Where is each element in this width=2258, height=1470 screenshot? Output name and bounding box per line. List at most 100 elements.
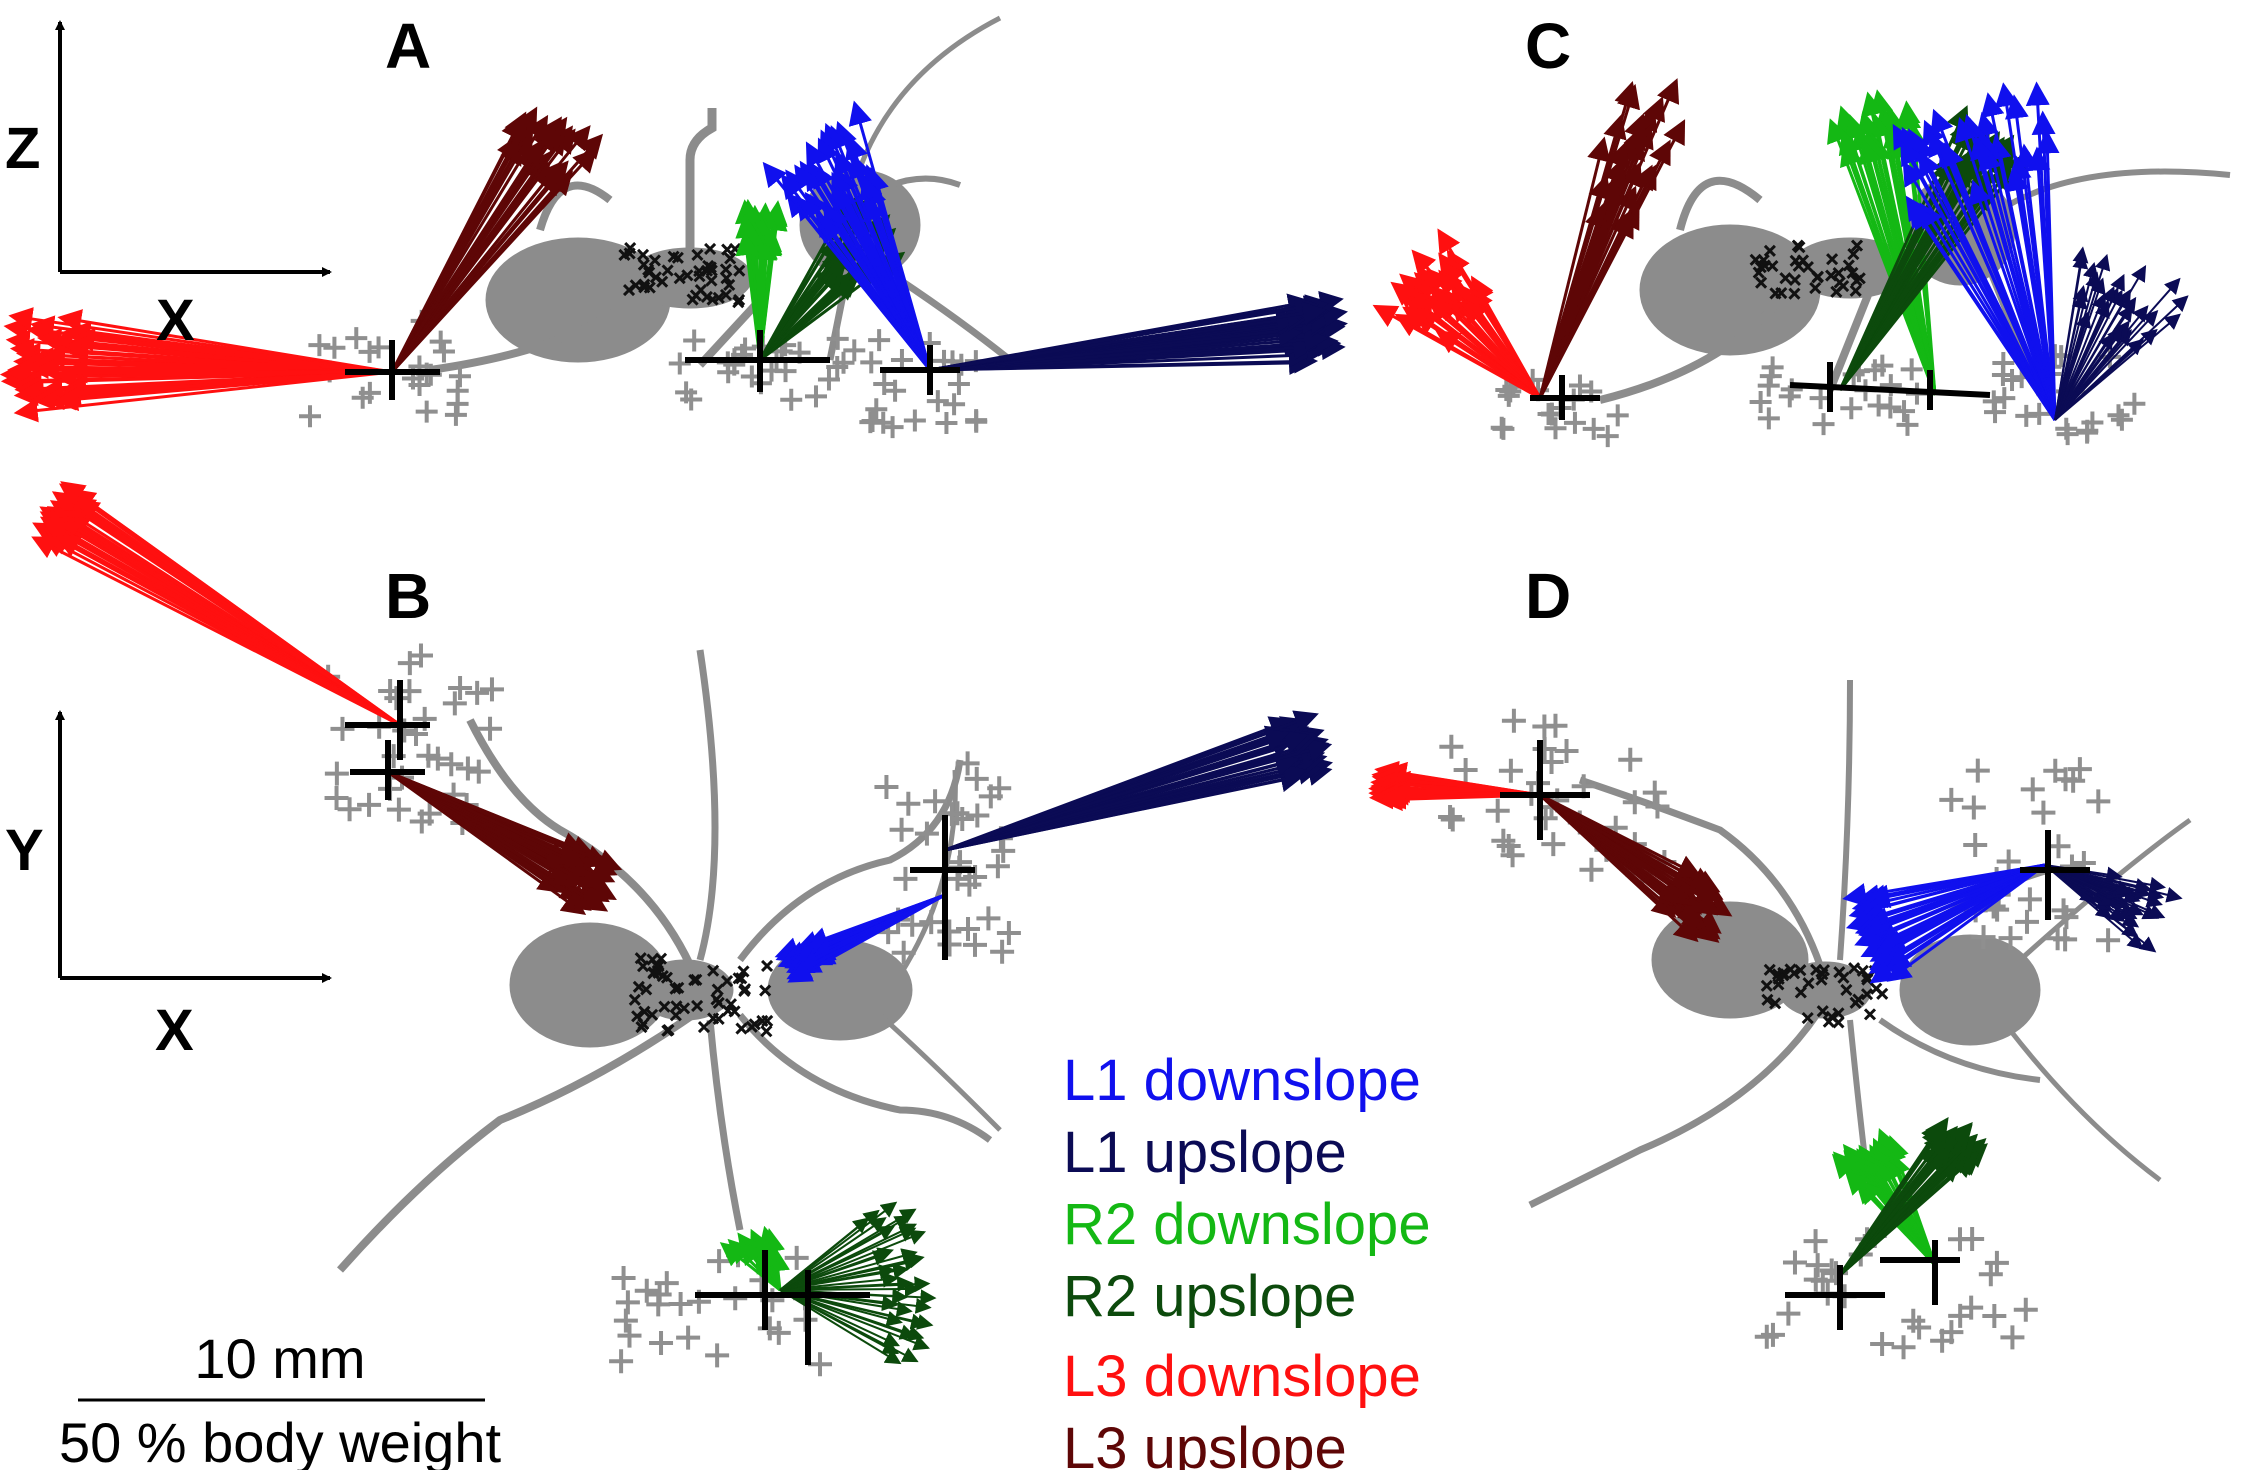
plus-marker-icon	[874, 774, 899, 799]
panel-b	[31, 481, 1334, 1377]
com-marker-icon	[632, 980, 645, 993]
plus-marker-icon	[1491, 828, 1516, 853]
com-marker-icon	[707, 964, 720, 977]
plus-marker-icon	[826, 327, 849, 350]
force-arrow-icon	[1538, 209, 1632, 399]
leg-icon	[737, 759, 964, 963]
plus-marker-icon	[613, 1308, 638, 1333]
plus-marker-icon	[1803, 1267, 1828, 1292]
force-arrow-icon	[2054, 296, 2137, 421]
force-arrow-icon	[779, 1208, 917, 1291]
com-marker-icon	[1796, 254, 1810, 267]
plus-marker-icon	[2110, 408, 2133, 431]
plus-marker-icon	[345, 327, 368, 350]
plus-marker-icon	[2031, 800, 2056, 825]
scale-bar-distance: 10 mm	[194, 1327, 365, 1390]
plus-marker-icon	[923, 789, 948, 814]
force-arrow-icon	[779, 1289, 901, 1347]
com-marker-icon	[1794, 964, 1807, 977]
com-marker-icon	[622, 283, 636, 297]
plus-marker-icon	[872, 411, 895, 434]
plus-marker-icon	[1582, 417, 1605, 440]
plus-marker-icon	[617, 1323, 642, 1348]
plus-marker-icon	[2123, 392, 2146, 415]
plus-marker-icon	[860, 351, 883, 374]
legend-item-l1-upslope: L1 upslope	[1063, 1120, 1347, 1185]
plus-marker-icon	[926, 390, 949, 413]
plus-marker-icon	[1939, 787, 1964, 812]
com-marker-icon	[658, 1000, 671, 1013]
com-marker-icon	[1763, 963, 1776, 976]
plus-marker-icon	[784, 1245, 809, 1270]
force-arrow-icon	[1838, 1133, 1978, 1277]
com-marker-icon	[719, 288, 733, 301]
leg-icon	[697, 297, 763, 368]
force-arrow-icon	[2054, 284, 2089, 421]
plus-marker-icon	[1622, 790, 1647, 815]
plus-marker-icon	[446, 379, 469, 402]
plus-marker-icon	[1930, 1328, 1955, 1353]
com-marker-icon	[691, 999, 704, 1012]
plus-marker-icon	[937, 919, 962, 944]
plus-marker-icon	[455, 756, 480, 781]
com-marker-icon	[669, 982, 682, 995]
com-marker-icon	[1825, 269, 1838, 282]
force-arrow-icon	[1539, 793, 1702, 878]
force-arrow-icon	[51, 491, 401, 727]
plus-marker-icon	[634, 1278, 659, 1303]
ant-side-silhouette-a	[429, 15, 1013, 374]
com-marker-icon	[1825, 1010, 1838, 1023]
leg-icon	[898, 277, 1013, 363]
axis-indicator-side	[55, 20, 332, 277]
plus-marker-icon	[1870, 1331, 1895, 1356]
force-arrow-icon	[1427, 297, 1541, 400]
com-marker-icon	[638, 1005, 651, 1018]
com-marker-icon	[735, 1022, 748, 1035]
panel-label-c: C	[1525, 10, 1571, 82]
panel-label-b: B	[385, 560, 431, 632]
legend-item-l1-downslope: L1 downslope	[1063, 1048, 1421, 1113]
plus-marker-icon	[330, 716, 355, 741]
plus-marker-icon	[1891, 1335, 1916, 1360]
com-marker-icon	[667, 250, 680, 263]
plus-marker-icon	[324, 761, 349, 786]
com-marker-icon	[686, 293, 699, 306]
plus-marker-icon	[448, 676, 473, 701]
leg-icon	[1878, 1017, 2041, 1083]
plus-marker-icon	[935, 411, 958, 434]
com-marker-icon	[733, 264, 746, 277]
force-arrow-icon	[1538, 83, 1640, 399]
plus-marker-icon	[1982, 390, 2005, 413]
com-marker-icon	[638, 278, 651, 291]
force-fans-a	[0, 100, 1348, 423]
plus-marker-icon	[896, 791, 921, 816]
plus-marker-icon	[889, 817, 914, 842]
ant-top-silhouette-b	[337, 649, 1002, 1273]
plus-marker-icon	[2020, 777, 2045, 802]
force-arrow-icon	[929, 322, 1303, 372]
com-cloud-d	[1760, 960, 1889, 1029]
com-marker-icon	[1837, 971, 1850, 984]
leg-icon	[337, 1006, 703, 1273]
plus-marker-icon	[1642, 780, 1667, 805]
com-marker-icon	[1755, 276, 1768, 289]
plus-marker-icon	[397, 651, 422, 676]
com-marker-icon	[691, 248, 704, 262]
com-marker-icon	[673, 272, 686, 285]
plus-marker-icon	[2076, 421, 2099, 444]
com-marker-icon	[678, 1002, 691, 1015]
com-marker-icon	[1757, 254, 1770, 267]
plus-marker-icon	[963, 932, 988, 957]
com-marker-icon	[660, 971, 673, 984]
plus-marker-icon	[1532, 737, 1557, 762]
com-marker-icon	[1842, 259, 1855, 272]
plus-marker-icon	[956, 916, 981, 941]
plus-marker-icon	[609, 1349, 634, 1374]
com-marker-icon	[738, 984, 751, 998]
force-arrow-icon	[779, 1289, 902, 1365]
force-arrow-icon	[779, 1209, 880, 1291]
plus-marker-icon	[1759, 365, 1782, 388]
com-marker-icon	[737, 965, 750, 978]
force-arrow-icon	[1827, 118, 1937, 396]
plus-marker-icon	[416, 743, 441, 768]
